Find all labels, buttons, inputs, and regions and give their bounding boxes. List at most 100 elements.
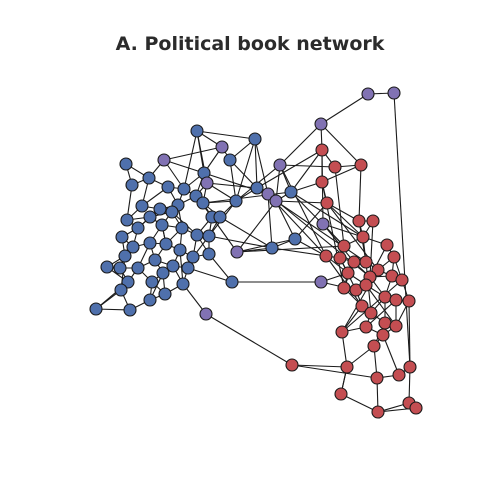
edge-3 bbox=[183, 130, 198, 190]
edge-131 bbox=[326, 202, 364, 238]
node-blue-32 bbox=[159, 237, 173, 251]
node-red-63 bbox=[328, 160, 342, 174]
node-red-102 bbox=[403, 360, 417, 374]
node-blue-2 bbox=[223, 153, 237, 167]
node-blue-29 bbox=[202, 229, 216, 243]
node-blue-16 bbox=[196, 196, 210, 210]
node-blue-19 bbox=[165, 205, 179, 219]
edge-224 bbox=[341, 279, 403, 333]
edge-226 bbox=[334, 166, 345, 247]
node-blue-1 bbox=[248, 132, 262, 146]
edge-212 bbox=[256, 149, 323, 189]
edge-239 bbox=[365, 284, 397, 327]
node-red-91 bbox=[378, 316, 392, 330]
edge-241 bbox=[290, 191, 364, 238]
node-blue-7 bbox=[125, 178, 139, 192]
node-blue-33 bbox=[173, 243, 187, 257]
edge-115 bbox=[236, 200, 277, 253]
node-purple-108 bbox=[387, 86, 401, 100]
node-red-99 bbox=[285, 358, 299, 372]
node-red-68 bbox=[352, 214, 366, 228]
node-red-72 bbox=[380, 238, 394, 252]
node-blue-15 bbox=[135, 199, 149, 213]
edge-10 bbox=[254, 138, 269, 195]
edge-208 bbox=[236, 245, 345, 253]
figure-title: A. Political book network bbox=[115, 33, 385, 55]
node-red-82 bbox=[395, 273, 409, 287]
node-blue-24 bbox=[131, 221, 145, 235]
node-blue-26 bbox=[155, 218, 169, 232]
node-purple-3 bbox=[215, 140, 229, 154]
edge-215 bbox=[322, 223, 364, 238]
edge-253 bbox=[187, 267, 233, 283]
edge-190 bbox=[320, 93, 369, 125]
edge-7 bbox=[229, 159, 237, 202]
node-red-78 bbox=[387, 250, 401, 264]
node-purple-4 bbox=[157, 153, 171, 167]
node-blue-17 bbox=[120, 213, 134, 227]
node-red-96 bbox=[367, 339, 381, 353]
edge-210 bbox=[275, 200, 328, 204]
edge-203 bbox=[206, 182, 258, 189]
node-blue-6 bbox=[142, 171, 156, 185]
node-red-101 bbox=[392, 368, 406, 382]
node-red-79 bbox=[341, 266, 355, 280]
node-red-66 bbox=[320, 196, 334, 210]
node-red-83 bbox=[337, 281, 351, 295]
node-red-75 bbox=[347, 255, 361, 269]
node-blue-22 bbox=[229, 194, 243, 208]
node-red-71 bbox=[356, 230, 370, 244]
edge-128 bbox=[321, 164, 362, 183]
node-blue-31 bbox=[143, 236, 157, 250]
node-red-92 bbox=[389, 319, 403, 333]
node-red-86 bbox=[378, 290, 392, 304]
edge-206 bbox=[219, 216, 273, 249]
node-blue-51 bbox=[158, 287, 172, 301]
node-blue-10 bbox=[177, 182, 191, 196]
edge-233 bbox=[325, 255, 363, 307]
edge-230 bbox=[369, 220, 374, 278]
node-blue-52 bbox=[225, 275, 239, 289]
node-purple-55 bbox=[230, 245, 244, 259]
edge-244 bbox=[163, 146, 223, 161]
node-blue-50 bbox=[143, 293, 157, 307]
node-blue-0 bbox=[190, 124, 204, 138]
edge-201 bbox=[279, 164, 327, 257]
node-blue-53 bbox=[265, 241, 279, 255]
edge-127 bbox=[320, 123, 362, 166]
node-red-62 bbox=[315, 143, 329, 157]
edge-12 bbox=[163, 159, 205, 174]
node-red-100 bbox=[370, 371, 384, 385]
node-red-65 bbox=[315, 175, 329, 189]
node-red-98 bbox=[340, 360, 354, 374]
node-blue-37 bbox=[100, 260, 114, 274]
node-blue-23 bbox=[250, 181, 264, 195]
node-red-103 bbox=[334, 387, 348, 401]
edge-108 bbox=[205, 313, 293, 366]
node-purple-9 bbox=[200, 176, 214, 190]
edge-223 bbox=[365, 299, 397, 328]
edge-121 bbox=[290, 149, 323, 193]
edge-118 bbox=[279, 123, 322, 166]
edge-227 bbox=[358, 164, 362, 222]
node-blue-43 bbox=[156, 266, 170, 280]
node-blue-38 bbox=[113, 261, 127, 275]
node-red-90 bbox=[364, 306, 378, 320]
edge-186 bbox=[340, 393, 379, 413]
edge-180 bbox=[291, 364, 348, 368]
edge-205 bbox=[202, 191, 292, 204]
node-red-70 bbox=[337, 239, 351, 253]
node-red-95 bbox=[376, 328, 390, 342]
node-red-74 bbox=[333, 251, 347, 265]
node-blue-49 bbox=[123, 303, 137, 317]
node-purple-61 bbox=[314, 117, 328, 131]
edge-242 bbox=[279, 164, 336, 168]
node-blue-36 bbox=[118, 249, 132, 263]
node-blue-5 bbox=[119, 157, 133, 171]
node-blue-18 bbox=[143, 210, 157, 224]
node-blue-34 bbox=[202, 247, 216, 261]
node-blue-40 bbox=[148, 253, 162, 267]
node-blue-39 bbox=[131, 261, 145, 275]
